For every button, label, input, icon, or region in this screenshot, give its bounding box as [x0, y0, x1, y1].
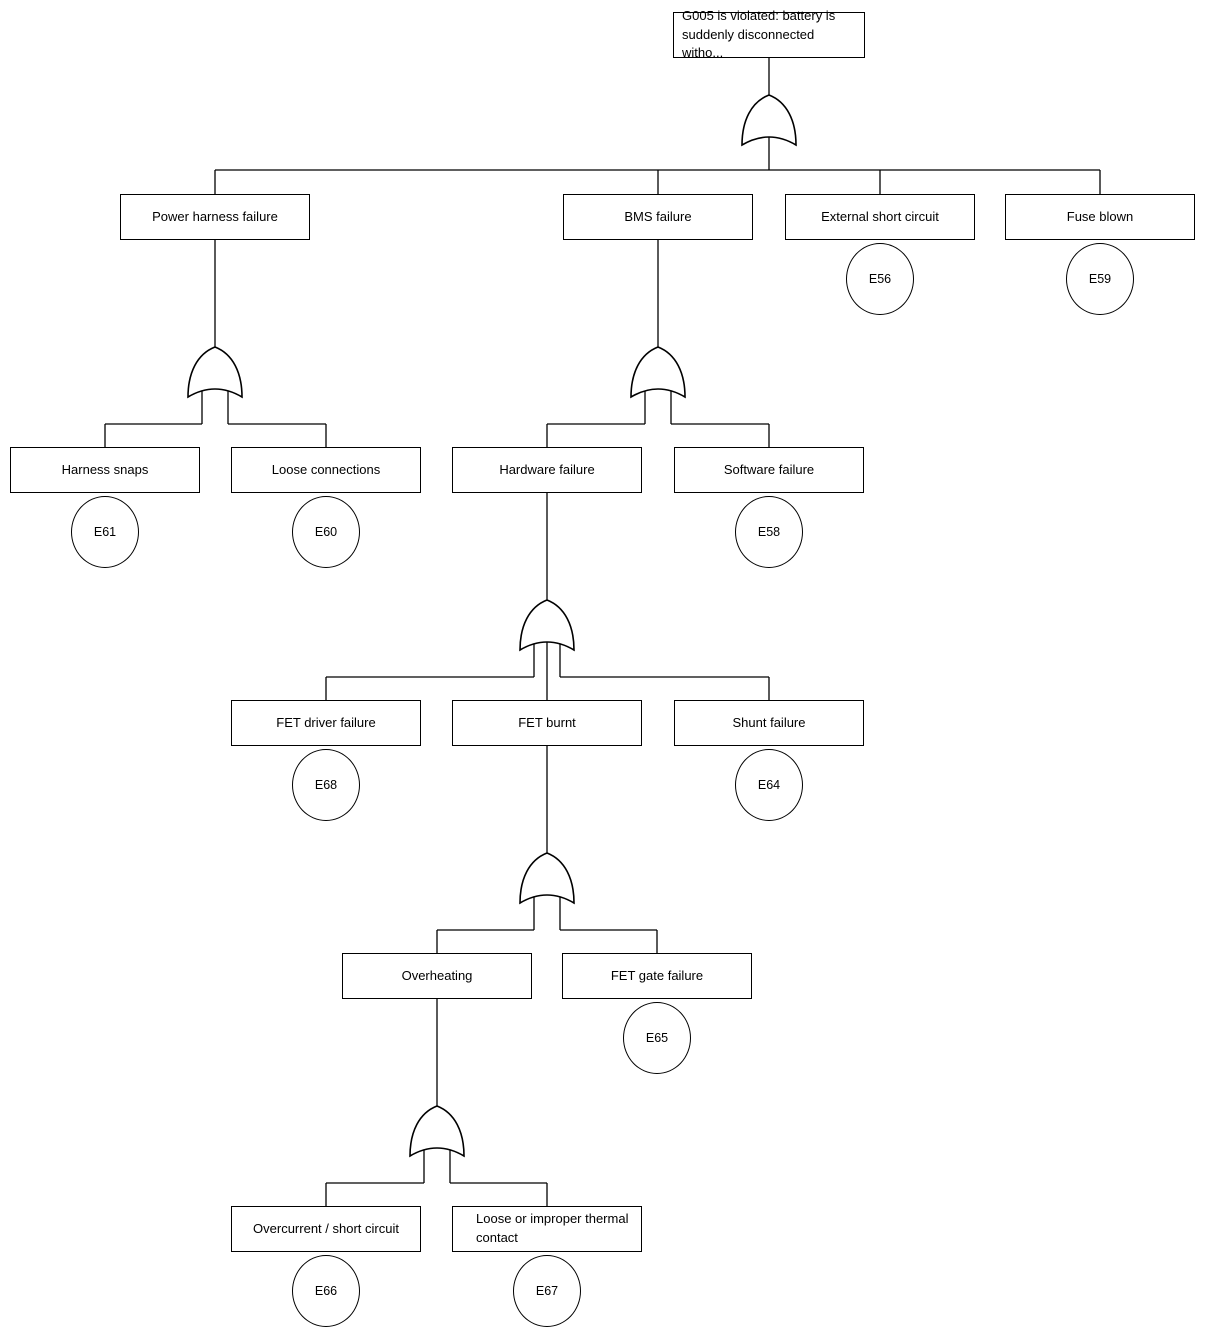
- node-bms-failure: BMS failure: [563, 194, 753, 240]
- node-overcurrent-short-circuit: Overcurrent / short circuit: [231, 1206, 421, 1252]
- node-software-failure: Software failure: [674, 447, 864, 493]
- or-gate-fet-burnt: [519, 852, 575, 905]
- basic-event-e60: E60: [292, 496, 360, 568]
- node-harness-snaps: Harness snaps: [10, 447, 200, 493]
- node-label: FET driver failure: [276, 714, 376, 730]
- basic-event-e58: E58: [735, 496, 803, 568]
- event-label: E60: [314, 525, 338, 539]
- node-shunt-failure: Shunt failure: [674, 700, 864, 746]
- node-power-harness-failure: Power harness failure: [120, 194, 310, 240]
- node-loose-thermal-contact: Loose or improper thermal contact: [452, 1206, 642, 1252]
- basic-event-e66: E66: [292, 1255, 360, 1327]
- node-label: BMS failure: [624, 208, 692, 224]
- node-hardware-failure: Hardware failure: [452, 447, 642, 493]
- basic-event-e59: E59: [1066, 243, 1134, 315]
- event-label: E65: [645, 1031, 669, 1045]
- node-loose-connections: Loose connections: [231, 447, 421, 493]
- basic-event-e67: E67: [513, 1255, 581, 1327]
- or-gates: [187, 94, 797, 1158]
- basic-event-e56: E56: [846, 243, 914, 315]
- node-label: External short circuit: [821, 208, 939, 224]
- or-gate-overheating: [409, 1105, 465, 1158]
- node-label: Software failure: [723, 461, 815, 477]
- node-label: Loose connections: [271, 461, 381, 477]
- node-label: Hardware failure: [499, 461, 595, 477]
- basic-event-e64: E64: [735, 749, 803, 821]
- node-label: G005 is violated: battery is suddenly di…: [682, 7, 836, 61]
- node-label: Overcurrent / short circuit: [253, 1220, 399, 1236]
- node-fet-gate-failure: FET gate failure: [562, 953, 752, 999]
- event-label: E66: [314, 1284, 338, 1298]
- basic-event-e61: E61: [71, 496, 139, 568]
- or-gate-hardware: [519, 599, 575, 652]
- or-gate-power-harness: [187, 346, 243, 399]
- node-label: FET gate failure: [610, 967, 704, 983]
- connector-lines: [104, 58, 1101, 1206]
- event-label: E67: [535, 1284, 559, 1298]
- event-label: E56: [868, 272, 892, 286]
- node-overheating: Overheating: [342, 953, 532, 999]
- node-top-event: G005 is violated: battery is suddenly di…: [673, 8, 865, 60]
- node-external-short-circuit: External short circuit: [785, 194, 975, 240]
- node-label: Shunt failure: [732, 714, 806, 730]
- node-label: FET burnt: [518, 714, 576, 730]
- node-label: Power harness failure: [152, 208, 278, 224]
- event-label: E59: [1088, 272, 1112, 286]
- or-gate-root: [741, 94, 797, 147]
- basic-event-e68: E68: [292, 749, 360, 821]
- node-label: Fuse blown: [1066, 208, 1134, 224]
- event-label: E64: [757, 778, 781, 792]
- node-label: Harness snaps: [61, 461, 149, 477]
- basic-event-e65: E65: [623, 1002, 691, 1074]
- event-label: E58: [757, 525, 781, 539]
- event-label: E68: [314, 778, 338, 792]
- event-label: E61: [93, 525, 117, 539]
- node-label: Overheating: [401, 967, 473, 983]
- node-fuse-blown: Fuse blown: [1005, 194, 1195, 240]
- node-fet-driver-failure: FET driver failure: [231, 700, 421, 746]
- node-fet-burnt: FET burnt: [452, 700, 642, 746]
- node-label: Loose or improper thermal contact: [476, 1211, 629, 1245]
- or-gate-bms: [630, 346, 686, 399]
